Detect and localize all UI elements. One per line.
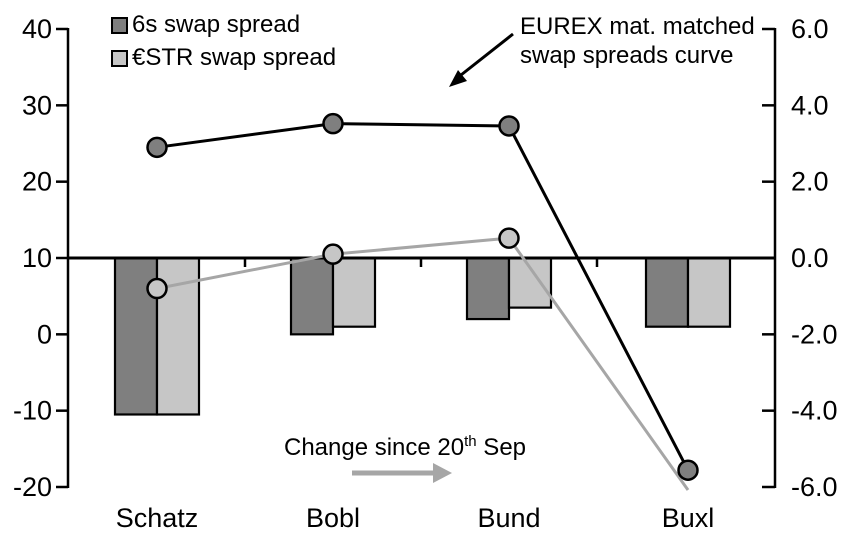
right-axis-tick-label: 2.0	[791, 167, 829, 197]
estr-marker-schatz	[146, 277, 168, 300]
sixs-marker-bund	[498, 115, 520, 137]
left-axis-tick-label: -10	[13, 396, 52, 426]
right-axis-tick-label: -2.0	[791, 319, 838, 349]
left-axis-tick-label: 20	[22, 167, 52, 197]
legend-label-estr: €STR swap spread	[132, 44, 337, 71]
left-axis-tick-label: 30	[22, 90, 52, 120]
legend-item-6s: 6s swap spread	[111, 10, 336, 40]
legend: 6s swap spread €STR swap spread	[111, 10, 336, 76]
right-axis-tick-label: -4.0	[791, 396, 838, 426]
change-since-suffix: Sep	[476, 434, 527, 461]
sixs-marker-bobl	[322, 112, 344, 135]
bar-6s-buxl	[644, 256, 690, 328]
curve-annotation-line1: EUREX mat. matched	[520, 13, 755, 40]
change-arrowhead-icon	[433, 463, 452, 483]
right-axis-tick-label: 4.0	[791, 90, 829, 120]
right-axis-tick-label: 6.0	[791, 14, 829, 44]
right-axis-tick-label: 0.0	[791, 243, 829, 273]
legend-swatch-6s-icon	[111, 16, 128, 34]
category-label-buxl: Buxl	[662, 503, 715, 533]
curve-annotation-arrow	[460, 32, 514, 77]
right-axis-tick-label: -6.0	[791, 472, 838, 502]
curve-annotation-line2: swap spreads curve	[520, 42, 734, 69]
category-label-schatz: Schatz	[116, 503, 199, 533]
change-since-text: Change since 20	[283, 434, 465, 461]
estr-marker-bund	[498, 227, 520, 249]
change-since-sup: th	[464, 433, 477, 450]
estr-marker-bobl	[322, 243, 344, 265]
curve-annotation-arrowhead-icon	[449, 70, 467, 87]
sixs-curve-line	[156, 122, 690, 471]
change-since-label: Change since 20th Sep	[270, 433, 540, 462]
legend-label-6s: 6s swap spread	[132, 11, 301, 38]
left-axis-tick-label: -20	[13, 472, 52, 502]
bar-6s-bobl	[289, 256, 335, 336]
sixs-marker-buxl	[677, 459, 699, 481]
bar-6s-bund	[465, 256, 511, 321]
category-label-bund: Bund	[477, 503, 540, 533]
left-axis-tick-label: 40	[22, 14, 52, 44]
estr-curve-line	[156, 236, 690, 491]
curve-annotation: EUREX mat. matched swap spreads curve	[520, 12, 755, 70]
left-axis-tick-label: 0	[37, 319, 52, 349]
sixs-marker-schatz	[146, 136, 168, 159]
legend-item-estr: €STR swap spread	[111, 43, 336, 73]
category-label-bobl: Bobl	[306, 503, 360, 533]
left-axis-tick-label: 10	[22, 243, 52, 273]
legend-swatch-estr-icon	[111, 49, 128, 67]
bar-estr-bobl	[331, 256, 377, 328]
bar-estr-buxl	[686, 256, 732, 328]
